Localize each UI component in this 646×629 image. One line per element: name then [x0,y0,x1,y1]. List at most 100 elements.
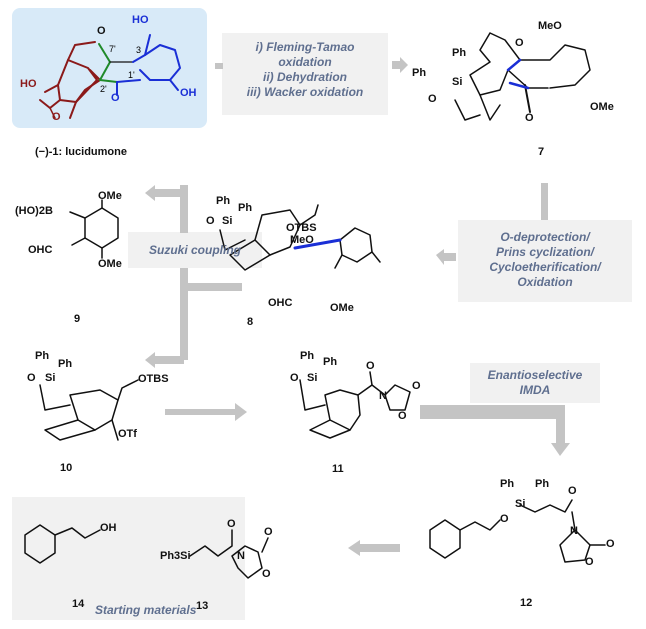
atom-label: OHC [268,297,293,309]
atom-label: O [264,526,273,538]
atom-label: MeO [290,234,314,246]
condition-text: i) Fleming-Tamao oxidation ii) Dehydrati… [222,40,388,100]
step-line: O-deprotection/ [500,230,590,244]
structure-7 [454,32,591,121]
atom-label: Ph3Si [160,550,191,562]
atom-label: OTBS [138,373,169,385]
atom-label: O [111,92,120,104]
structure-8 [219,204,381,271]
position-label: 3 [136,45,142,55]
atom-label: OH [100,522,117,534]
structure-14 [24,524,101,564]
suzuki-label: Suzuki coupling [149,243,241,257]
atom-label: N [570,525,578,537]
atom-label: OH [180,87,197,99]
imda-bar [420,405,565,419]
arrow-stub [541,183,548,220]
step-line: Oxidation [517,275,573,289]
atom-label: O [52,111,61,123]
compound-label-10: 10 [60,462,73,474]
atom-label: N [379,390,387,402]
atom-label: OHC [28,244,53,256]
compound-label-7: 7 [538,146,545,158]
atom-label: Si [222,215,233,227]
atom-label: O [398,410,407,422]
atom-label: O [97,25,106,37]
atom-label: O [227,518,236,530]
atom-label: O [366,360,375,372]
arrow-12-to-13 [348,540,400,556]
arrow-10-to-11 [165,403,247,421]
structure-lucidumone [39,34,181,119]
atom-label: O [525,112,534,124]
atom-label: Si [515,498,526,510]
atom-label: Ph [300,350,315,362]
atom-label: Ph [58,358,73,370]
imda-line: IMDA [519,383,551,397]
atom-label: Si [45,372,56,384]
compound-label-9: 9 [74,313,81,325]
atom-label: Ph [35,350,50,362]
atom-label: Ph [500,478,515,490]
structure-12 [429,499,606,563]
arrow-1-to-7 [392,57,408,73]
atom-label: OMe [590,101,614,113]
structure-13 [189,529,269,579]
atom-label: HO [20,78,37,90]
atom-label: OMe [330,302,354,314]
suzuki-vertical-bar [180,268,188,360]
atom-label: O [500,513,509,525]
atom-label: Si [452,76,463,88]
arrow-imda-to-12 [551,443,570,456]
atom-label: Si [307,372,318,384]
arrow-to-9 [145,185,188,201]
atom-label: Ph [535,478,550,490]
arrow-stub [215,63,223,69]
imda-label: Enantioselective IMDA [470,368,600,398]
atom-label: O [515,37,524,49]
atom-label: Ph [412,67,427,79]
atom-label: Ph [238,202,253,214]
step-line: Prins cyclization/ [495,245,595,259]
atom-label: (HO)2B [15,205,53,217]
position-label: 1' [128,70,135,80]
condition-text-7-to-8: O-deprotection/ Prins cyclization/ Cyclo… [458,230,632,290]
compound-label-12: 12 [520,597,533,609]
compound-label-13: 13 [196,600,209,612]
atom-label: Ph [323,356,338,368]
structure-9 [69,199,119,259]
step-line: Cycloetherification/ [489,260,601,274]
atom-label: O [290,372,299,384]
atom-label: O [606,538,615,550]
position-label: 2' [100,84,107,94]
imda-box [470,363,600,403]
position-label: 7' [109,44,116,54]
compound-label-8: 8 [247,316,254,328]
atom-label: MeO [538,20,562,32]
atom-label: O [262,568,271,580]
compound-label-11: 11 [332,463,344,475]
atom-label: OTf [118,428,137,440]
atom-label: Ph [216,195,231,207]
atom-label: OMe [98,258,122,270]
atom-label: O [27,372,36,384]
step-i-line1: i) Fleming-Tamao [255,40,355,54]
imda-bar [556,405,565,445]
atom-label: O [568,485,577,497]
arrow-to-10 [145,352,184,368]
atom-label: OMe [98,190,122,202]
atom-label: O [412,380,421,392]
step-iii: iii) Wacker oxidation [246,85,364,99]
atom-label: Ph [452,47,467,59]
target-highlight-box [12,8,207,128]
atom-label: O [428,93,437,105]
starting-materials-label: Starting materials [95,603,197,617]
suzuki-horizontal-bar [180,283,242,291]
conditions-box-1-to-7 [222,33,388,115]
atom-label: N [237,550,245,562]
conditions-box-7-to-8 [458,220,632,302]
step-i-line2: oxidation [278,55,332,69]
compound-label-1: (−)-1: lucidumone [35,146,127,158]
